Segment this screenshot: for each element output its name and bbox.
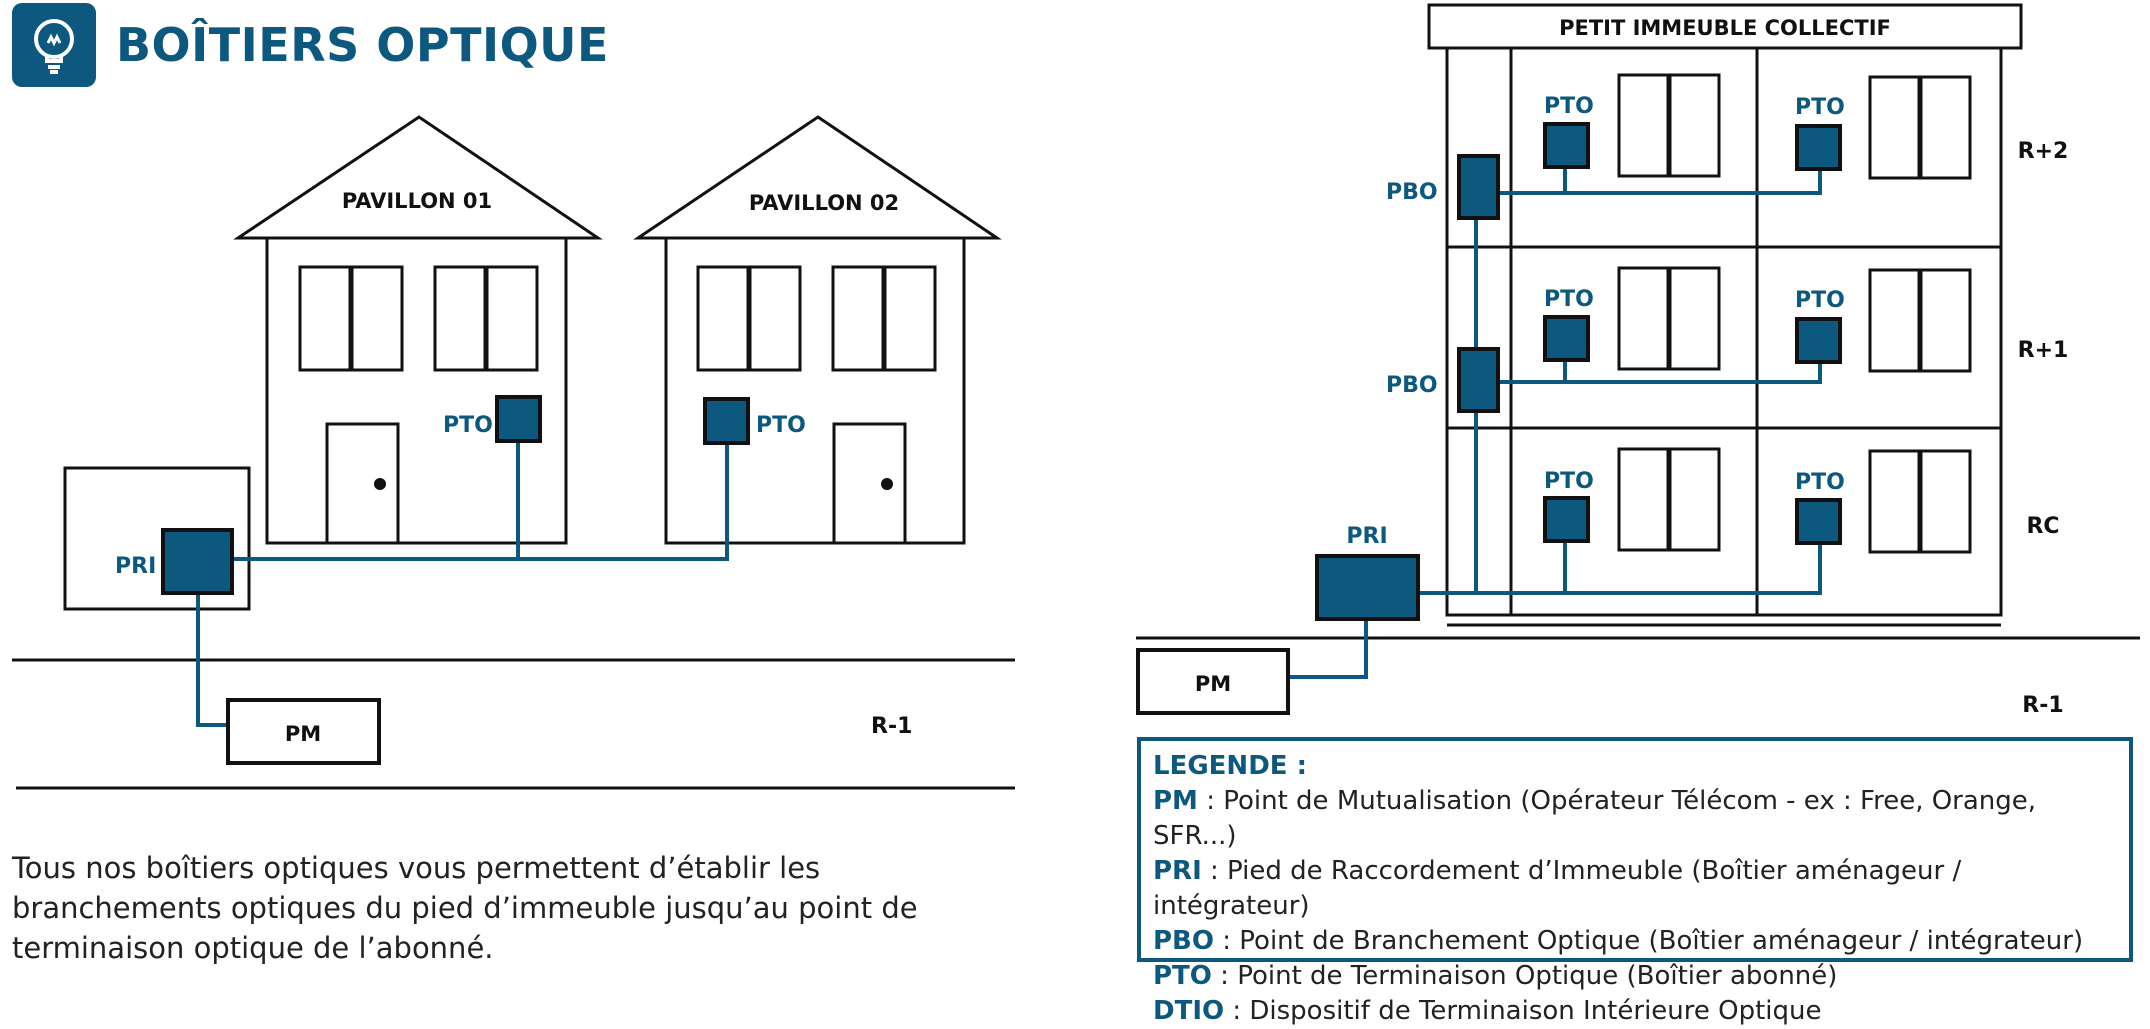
pavillon-01-label: PAVILLON 01 — [342, 189, 492, 213]
house-pavillon-02 — [633, 115, 1002, 545]
pto-box — [1795, 124, 1842, 171]
pto-box — [1543, 122, 1590, 169]
pto-box — [495, 395, 542, 443]
pto-label: PTO — [1544, 287, 1594, 312]
pm-box — [226, 698, 381, 765]
level-r-minus-1-label: R-1 — [2022, 693, 2063, 718]
pto-box — [1543, 496, 1590, 543]
house-pavillon-01 — [233, 115, 603, 545]
building-petit-immeuble — [1427, 3, 2023, 627]
legend-item: DTIO : Dispositif de Terminaison Intérie… — [1153, 996, 1822, 1026]
pri-label: PRI — [115, 554, 156, 579]
pto-box — [703, 397, 750, 445]
pbo-label: PBO — [1386, 180, 1438, 205]
pm-box — [1136, 648, 1290, 715]
building-title: PETIT IMMEUBLE COLLECTIF — [1559, 16, 1891, 40]
legend-item: PM : Point de Mutualisation (Opérateur T… — [1153, 786, 2037, 851]
pbo-box — [1457, 347, 1500, 413]
pbo-label: PBO — [1386, 373, 1438, 398]
pri-label: PRI — [1346, 524, 1387, 549]
fiber-diagram: PAVILLON 01 PAVILLON 02 PRI PTO PTO PM R… — [12, 3, 2140, 790]
fiber-lines-right — [1288, 166, 1822, 679]
pto-label: PTO — [1795, 95, 1845, 120]
legend-title: LEGENDE : — [1153, 751, 1307, 781]
pto-box — [1543, 315, 1590, 362]
level-r-minus-1-label: R-1 — [871, 714, 912, 739]
pto-label: PTO — [756, 413, 806, 438]
pto-label: PTO — [1795, 288, 1845, 313]
pto-box — [1795, 498, 1842, 545]
pri-box — [161, 528, 234, 595]
pto-label: PTO — [1795, 470, 1845, 495]
header: BOÎTIERS OPTIQUE — [12, 2, 609, 88]
pri-box — [1315, 554, 1420, 621]
level-rc-label: RC — [2026, 514, 2059, 539]
pto-label: PTO — [1544, 469, 1594, 494]
pm-label: PM — [1195, 672, 1231, 696]
pavillon-02-label: PAVILLON 02 — [749, 191, 899, 215]
legend-item: PRI : Pied de Raccordement d’Immeuble (B… — [1153, 856, 1962, 921]
pm-label: PM — [285, 722, 321, 746]
page-title: BOÎTIERS OPTIQUE — [116, 18, 609, 72]
pto-label: PTO — [443, 413, 493, 438]
legend-item: PBO : Point de Branchement Optique (Boît… — [1153, 926, 2084, 956]
pto-box — [1795, 317, 1842, 364]
pbo-box — [1457, 154, 1500, 220]
legend-item: PTO : Point de Terminaison Optique (Boît… — [1153, 961, 1838, 991]
legend: LEGENDE : PM : Point de Mutualisation (O… — [1137, 737, 2133, 1026]
level-r-plus-1-label: R+1 — [2018, 338, 2069, 363]
pto-label: PTO — [1544, 94, 1594, 119]
level-r-plus-2-label: R+2 — [2018, 139, 2069, 164]
lightbulb-icon — [12, 3, 96, 87]
fiber-lines-left — [196, 437, 729, 727]
description-text: Tous nos boîtiers optiques vous permette… — [12, 851, 918, 965]
